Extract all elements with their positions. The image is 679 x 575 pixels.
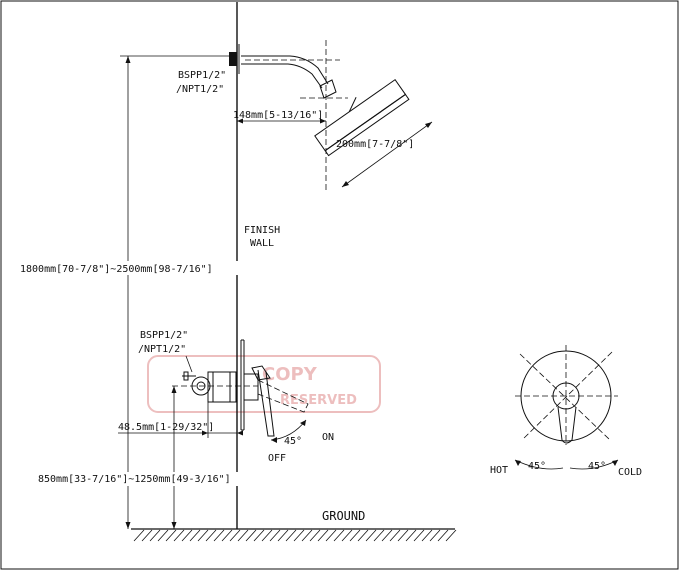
- valve-thread-leader: [185, 355, 193, 373]
- watermark: COPY RESERVED: [147, 355, 381, 413]
- ground-hatch-line: [245, 529, 257, 542]
- handle-on-position: [257, 379, 309, 413]
- ground-hatch-line: [429, 529, 441, 542]
- ground-hatch-line: [365, 529, 377, 542]
- shower-arm-bottom: [241, 63, 323, 89]
- finish-wall-label-1: FINISH: [244, 225, 280, 236]
- ground-hatch-line: [181, 529, 193, 542]
- hot-angle-label: 45°: [528, 461, 546, 472]
- trim-diagonal-hot: [519, 353, 611, 441]
- ground-hatch-line: [333, 529, 345, 542]
- valve-thread-label-2: /NPT1/2": [138, 344, 186, 355]
- valve-handle: [251, 365, 271, 381]
- valve-height-label-bg: [36, 472, 288, 486]
- ground-hatch-line: [317, 529, 329, 542]
- ground-hatch-line: [309, 529, 321, 542]
- valve-angle-label: 45°: [284, 436, 302, 447]
- valve-trim: [243, 373, 259, 401]
- ground-hatch-line: [165, 529, 177, 542]
- ground-hatch-line: [213, 529, 225, 542]
- ground-hatch-line: [269, 529, 281, 542]
- trim-diagonal-cold: [521, 351, 613, 441]
- valve-body: [207, 371, 237, 403]
- ground-hatch-line: [293, 529, 305, 542]
- watermark-line1: COPY: [262, 364, 318, 385]
- ground-hatch-line: [189, 529, 201, 542]
- shower-head: [314, 78, 410, 157]
- valve-angle-arrows: [271, 420, 306, 443]
- valve-depth-label: 48.5mm[1-29/32"]: [118, 422, 214, 433]
- ground-hatch-line: [373, 529, 385, 542]
- valve-height-label: 850mm[33-7/16"]~1250mm[49-3/16"]: [38, 474, 231, 485]
- ground-hatch-line: [277, 529, 289, 542]
- shower-head-assembly: [229, 40, 433, 190]
- ground-hatch-line: [285, 529, 297, 542]
- head-height-dimension: [120, 55, 229, 529]
- ball-joint: [319, 79, 337, 99]
- ground-hatch-line: [149, 529, 161, 542]
- valve-thread-label-1: BSPP1/2": [140, 330, 188, 341]
- ground-hatch-line: [221, 529, 233, 542]
- trim-handle-lever: [557, 406, 577, 444]
- head-thread-label-2: /NPT1/2": [176, 84, 224, 95]
- ground-hatch-line: [325, 529, 337, 542]
- head-height-label: 1800mm[70-7/8"]~2500mm[98-7/16"]: [20, 264, 213, 275]
- handle-off-position: [257, 369, 275, 437]
- valve-depth-dimension: [118, 402, 243, 438]
- trim-handle-hub: [552, 382, 580, 410]
- ground-hatch-line: [405, 529, 417, 542]
- ground: [131, 528, 457, 542]
- cold-label: COLD: [618, 467, 642, 478]
- ground-hatch-line: [301, 529, 313, 542]
- head-diameter-label: 200mm[7-7/8"]: [336, 139, 414, 150]
- ground-hatch-line: [421, 529, 433, 542]
- ground-hatch-line: [197, 529, 209, 542]
- ground-hatch-line: [261, 529, 273, 542]
- valve-height-dimension: [171, 386, 177, 529]
- ground-hatch-line: [157, 529, 169, 542]
- ground-hatch-line: [437, 529, 449, 542]
- ground-hatch-line: [141, 529, 153, 542]
- ground-hatch-line: [341, 529, 353, 542]
- ground-hatch-line: [237, 529, 249, 542]
- ground-hatch-line: [357, 529, 369, 542]
- ground-label: GROUND: [322, 509, 365, 523]
- ground-hatch-line: [133, 529, 145, 542]
- head-wall-flange: [229, 52, 237, 66]
- valve-assembly: [172, 339, 309, 443]
- arm-length-label: 148mm[5-13/16"]: [233, 110, 323, 121]
- ground-hatch-line: [381, 529, 393, 542]
- finish-wall-label-2: WALL: [250, 238, 274, 249]
- watermark-line2: RESERVED: [280, 393, 357, 408]
- ground-hatch-line: [397, 529, 409, 542]
- trim-front-view: [514, 345, 619, 470]
- on-label: ON: [322, 432, 334, 443]
- off-label: OFF: [268, 453, 286, 464]
- ground-hatch-line: [229, 529, 241, 542]
- ground-hatch-line: [445, 529, 457, 542]
- ground-hatch-line: [413, 529, 425, 542]
- ground-hatch-line: [205, 529, 217, 542]
- hot-label: HOT: [490, 465, 508, 476]
- head-thread-label-1: BSPP1/2": [178, 70, 226, 81]
- shower-arm-top: [241, 55, 329, 85]
- head-height-label-bg: [18, 261, 238, 275]
- ground-hatch-line: [253, 529, 265, 542]
- head-diameter-dimension-line: [341, 121, 433, 188]
- shower-head-face: [324, 93, 410, 157]
- ground-hatch-line: [389, 529, 401, 542]
- ground-hatch-line: [173, 529, 185, 542]
- ground-hatch-line: [349, 529, 361, 542]
- ground-hatching: [133, 529, 457, 542]
- trim-escutcheon-circle: [520, 350, 612, 442]
- cold-angle-label: 45°: [588, 461, 606, 472]
- valve-inlet-cap: [183, 371, 189, 381]
